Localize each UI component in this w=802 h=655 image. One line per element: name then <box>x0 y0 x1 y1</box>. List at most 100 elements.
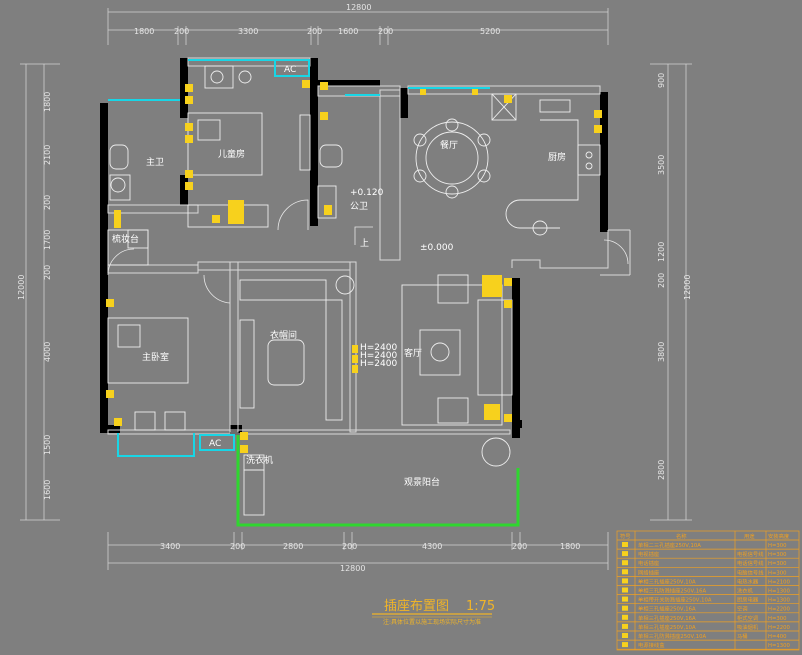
right-dim-3: 1200 <box>657 242 666 262</box>
left-dim-5: 200 <box>43 265 52 280</box>
legend-height: H=1300 <box>768 643 791 649</box>
socket-icon <box>504 95 512 103</box>
title-text: 插座布置图 <box>384 599 449 614</box>
master-bed <box>107 317 189 384</box>
level-main: ±0.000 <box>420 243 454 253</box>
room-balcony: 观景阳台 <box>404 476 440 488</box>
legend-socket-icon <box>622 633 628 638</box>
right-dim-2: 3500 <box>657 155 666 175</box>
legend-use: 电热水器 <box>737 577 759 585</box>
room-master-bedroom: 主卧室 <box>142 351 169 363</box>
left-dim-1: 1800 <box>43 92 52 112</box>
top-dim-7: 5200 <box>480 27 500 36</box>
socket-icon <box>185 170 193 178</box>
socket-icon <box>302 80 310 88</box>
socket-icon <box>482 275 502 297</box>
socket-icon <box>114 210 121 228</box>
left-dim-7: 1500 <box>43 435 52 455</box>
socket-icon <box>594 125 602 133</box>
legend-use: 洗衣机 <box>737 587 754 595</box>
cloak-island <box>267 339 305 386</box>
top-dimension-lines: 12800 1800 200 3300 200 1600 200 5200 <box>107 3 609 45</box>
socket-icon <box>504 300 512 308</box>
bottom-dim-7: 1800 <box>560 542 580 551</box>
legend-height: H=2200 <box>768 607 791 613</box>
legend-socket-icon <box>622 578 628 584</box>
legend-name: 单相二三孔插座250V,10A <box>638 541 701 549</box>
socket-icon <box>504 278 512 286</box>
bottom-dimension-lines: 3400 200 2800 200 4300 200 1800 12800 <box>107 532 609 573</box>
ac-label-2: AC <box>209 439 221 449</box>
left-dimension-lines: 12000 1800 2100 200 1700 200 4000 1500 1… <box>17 63 60 521</box>
socket-icon <box>352 355 358 363</box>
height-label-1: H=2400 <box>360 343 397 353</box>
title-note: 注:具体位置以施工现场实际尺寸为准 <box>383 618 481 626</box>
balcony-railing <box>236 435 520 527</box>
legend-height: H=400 <box>768 634 787 640</box>
right-dim-4: 200 <box>657 273 666 288</box>
bottom-dim-4: 200 <box>342 542 357 551</box>
legend-height: H=2100 <box>768 579 791 585</box>
socket-icon <box>185 84 193 92</box>
legend-use: 电视信号线 <box>737 550 764 558</box>
legend-socket-icon <box>622 569 628 575</box>
legend-header-symbol: 符号 <box>620 532 631 540</box>
legend-height: H=300 <box>768 570 787 576</box>
legend-header-height: 安装高度 <box>768 532 790 540</box>
left-dim-3: 200 <box>43 195 52 210</box>
socket-icon <box>240 432 248 440</box>
bottom-dim-3: 2800 <box>283 542 303 551</box>
height-label-3: H=2400 <box>360 359 397 369</box>
stair-label: 上 <box>360 238 369 249</box>
socket-icon <box>106 299 114 307</box>
top-dim-1: 1800 <box>134 27 154 36</box>
bottom-dim-2: 200 <box>230 542 245 551</box>
legend-height: H=300 <box>768 552 787 558</box>
socket-icon <box>185 135 193 143</box>
left-dim-8: 1600 <box>43 480 52 500</box>
furniture <box>107 65 629 516</box>
legend-name: 单相三孔插座250V,16A <box>638 605 696 613</box>
legend-height: H=300 <box>768 616 787 622</box>
socket-icon <box>185 123 193 131</box>
socket-icon <box>106 390 114 398</box>
legend-use: 柜式空调 <box>737 614 758 622</box>
legend-name: 单相三孔插座250V,16A <box>638 614 696 622</box>
height-label-2: H=2400 <box>360 351 397 361</box>
top-dim-2: 200 <box>174 27 189 36</box>
legend-use: 厨房电器 <box>737 596 759 604</box>
legend-name: 单相三孔插座250V,10A <box>638 623 696 631</box>
room-living: 客厅 <box>404 347 422 359</box>
kid-bed <box>187 112 263 176</box>
legend-name: 电话插座 <box>638 559 660 567</box>
legend-use: 空调 <box>737 605 748 613</box>
left-dim-2: 2100 <box>43 145 52 165</box>
legend-name: 单相三孔防溅插座250V,10A <box>638 632 707 640</box>
level-guest-bath: +0.120 <box>350 188 384 198</box>
socket-icon <box>352 365 358 373</box>
socket-icon <box>352 345 358 353</box>
room-cloakroom: 衣帽间 <box>270 329 297 341</box>
legend-height: H=1300 <box>768 598 791 604</box>
right-dim-5: 3800 <box>657 342 666 362</box>
left-dim-6: 4000 <box>43 342 52 362</box>
legend-socket-icon <box>622 605 628 611</box>
socket-icon <box>114 418 122 426</box>
right-dim-6: 2800 <box>657 460 666 480</box>
bottom-total-dim: 12800 <box>340 564 365 573</box>
socket-icon <box>594 110 602 118</box>
dresser-label: 梳妆台 <box>112 233 139 245</box>
socket-icon <box>484 404 500 420</box>
legend-socket-icon <box>622 596 628 602</box>
legend-socket-icon <box>622 560 628 566</box>
legend-socket-icon <box>622 542 628 547</box>
right-dimension-lines: 900 3500 1200 200 3800 2800 12000 <box>650 63 692 521</box>
sofa <box>477 299 513 396</box>
legend-name: 网络插座 <box>638 568 660 576</box>
legend-use: 电话信号线 <box>737 559 764 567</box>
right-total-dim: 12000 <box>683 275 692 300</box>
labels: AC AC 梳妆台 洗衣机 H=2400 H=2400 H=2400 儿童房 主… <box>112 65 566 488</box>
windows <box>108 59 490 457</box>
socket-icon <box>324 205 332 215</box>
